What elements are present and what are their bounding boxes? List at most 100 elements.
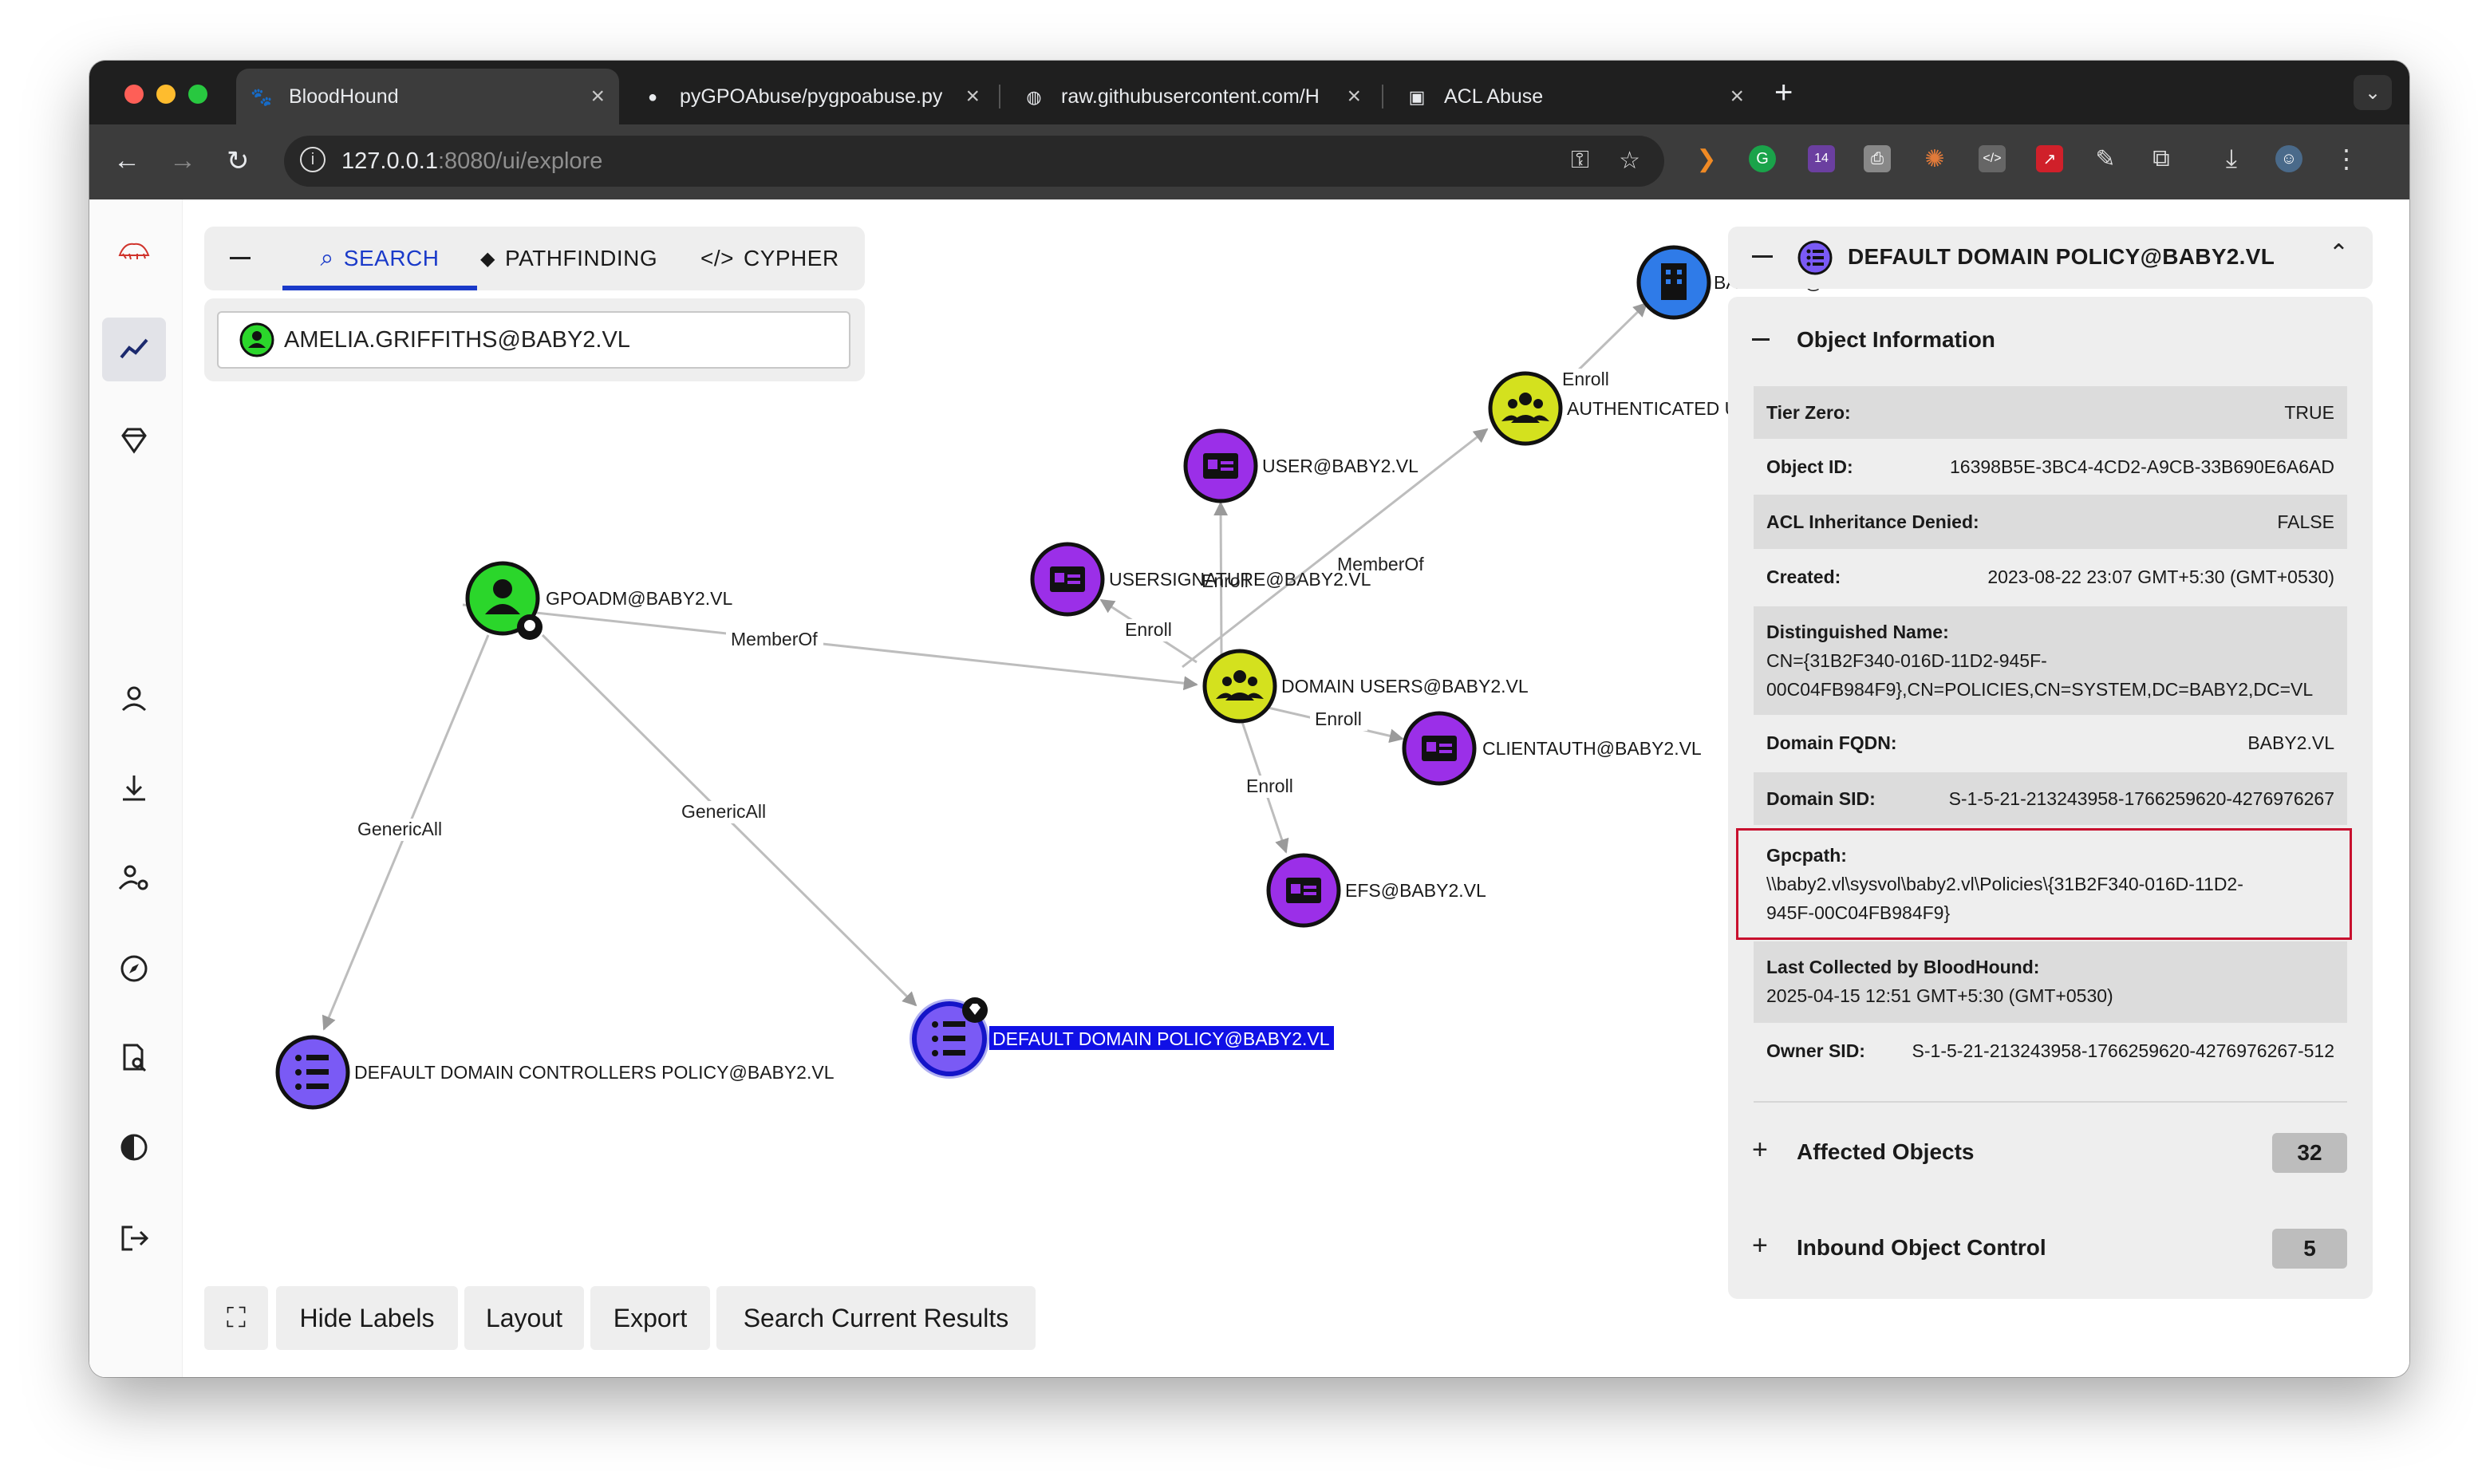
extension-arrow-icon[interactable]: ↗ bbox=[2036, 145, 2063, 172]
close-window-button[interactable] bbox=[124, 85, 144, 104]
field-key: Created: bbox=[1766, 566, 1841, 587]
close-tab-icon[interactable]: × bbox=[965, 83, 980, 109]
field-key: Distinguished Name: bbox=[1766, 622, 1949, 642]
new-tab-button[interactable]: + bbox=[1774, 75, 1793, 110]
extension-cookie-icon[interactable]: ✺ bbox=[1924, 145, 1945, 172]
field-gpcpath: Gpcpath: \\baby2.vl\sysvol\baby2.vl\Poli… bbox=[1754, 828, 2347, 937]
document-search-icon[interactable] bbox=[102, 1026, 166, 1090]
gpo-list-icon bbox=[1797, 240, 1833, 275]
layout-button[interactable]: Layout bbox=[464, 1286, 584, 1350]
field-created: Created: 2023-08-22 23:07 GMT+5:30 (GMT+… bbox=[1754, 551, 2347, 603]
crop-icon: ⛶ bbox=[227, 1302, 246, 1333]
graph-node-user-template[interactable]: USER@BABY2.VL bbox=[1183, 428, 1419, 503]
list-icon bbox=[295, 1055, 329, 1090]
search-box-panel: AMELIA.GRIFFITHS@BABY2.VL bbox=[204, 298, 865, 381]
search-current-results-button[interactable]: Search Current Results bbox=[716, 1286, 1036, 1350]
tab-bloodhound[interactable]: 🐾 BloodHound × bbox=[236, 69, 619, 124]
edge-line bbox=[462, 603, 1198, 691]
field-tier-zero: Tier Zero: TRUE bbox=[1754, 386, 2347, 439]
extension-badge-count: 14 bbox=[1814, 152, 1829, 165]
logout-icon[interactable] bbox=[102, 1206, 166, 1270]
graph-node-default-dc-policy[interactable]: DEFAULT DOMAIN CONTROLLERS POLICY@BABY2.… bbox=[275, 1035, 835, 1110]
chevron-double-up-icon[interactable]: ⌃ bbox=[2328, 240, 2349, 266]
grammarly-extension-icon[interactable]: G bbox=[1749, 145, 1776, 172]
extension-badge-icon[interactable]: 14 bbox=[1808, 145, 1835, 172]
graph-canvas[interactable]: Enroll MemberOf Enroll Enroll MemberOf E… bbox=[182, 199, 1829, 1377]
collapse-section-button[interactable] bbox=[1752, 338, 1770, 341]
back-button[interactable]: ← bbox=[113, 145, 140, 176]
hide-labels-button[interactable]: Hide Labels bbox=[276, 1286, 458, 1350]
tab-pygpoabuse[interactable]: ● pyGPOAbuse/pygpoabuse.py × bbox=[627, 69, 994, 124]
tab-search-button[interactable]: ⌄ bbox=[2354, 75, 2392, 110]
node-label: DOMAIN USERS@BABY2.VL bbox=[1281, 676, 1529, 697]
inbound-object-control-section[interactable]: + Inbound Object Control 5 bbox=[1728, 1219, 2373, 1277]
graph-node-domain-users[interactable]: DOMAIN USERS@BABY2.VL bbox=[1202, 649, 1529, 724]
field-value: 2023-08-22 23:07 GMT+5:30 (GMT+0530) bbox=[1987, 566, 2334, 587]
browser-window: 🐾 BloodHound × ● pyGPOAbuse/pygpoabuse.p… bbox=[89, 61, 2409, 1377]
graph-node-gpoadm[interactable]: GPOADM@BABY2.VL bbox=[465, 561, 732, 640]
tab-title: BloodHound bbox=[289, 85, 399, 108]
collapse-search-button[interactable] bbox=[230, 257, 251, 259]
graph-node-efs[interactable]: EFS@BABY2.VL bbox=[1266, 853, 1486, 928]
extension-flame-icon[interactable]: ❯ bbox=[1696, 145, 1717, 172]
edge-line bbox=[1182, 428, 1489, 669]
field-key: Domain FQDN: bbox=[1766, 732, 1897, 753]
compass-icon[interactable] bbox=[102, 937, 166, 1001]
tab-cypher[interactable]: </> CYPHER bbox=[700, 227, 839, 290]
field-key: Object ID: bbox=[1766, 456, 1853, 477]
crop-button[interactable]: ⛶ bbox=[204, 1286, 268, 1350]
bloodhound-logo-icon[interactable] bbox=[102, 217, 166, 281]
graph-node-default-domain-policy[interactable]: DEFAULT DOMAIN POLICY@BABY2.VL bbox=[910, 997, 1334, 1079]
user-settings-icon[interactable] bbox=[102, 846, 166, 910]
tab-acl-abuse[interactable]: ▣ ACL Abuse × bbox=[1391, 69, 1758, 124]
reload-button[interactable]: ↻ bbox=[227, 146, 250, 176]
gem-icon[interactable] bbox=[102, 408, 166, 472]
globe-icon: ◍ bbox=[1026, 87, 1042, 107]
inbound-object-control-count: 5 bbox=[2272, 1229, 2347, 1269]
minimize-window-button[interactable] bbox=[156, 85, 176, 104]
download-icon[interactable]: ⤓ bbox=[2225, 144, 2238, 172]
tab-pathfinding[interactable]: ◆ PATHFINDING bbox=[480, 227, 657, 290]
node-search-input[interactable]: AMELIA.GRIFFITHS@BABY2.VL bbox=[217, 311, 850, 369]
address-bar[interactable]: i 127.0.0.1:8080/ui/explore ⚿ ☆ bbox=[284, 136, 1664, 187]
url-path: :8080/ui/explore bbox=[437, 148, 603, 174]
tab-search-label: SEARCH bbox=[343, 246, 440, 270]
extension-code-icon[interactable]: </> bbox=[1979, 145, 2006, 172]
entity-title: DEFAULT DOMAIN POLICY@BABY2.VL bbox=[1848, 244, 2275, 269]
tab-separator bbox=[999, 85, 1000, 109]
field-value: TRUE bbox=[2284, 402, 2334, 423]
field-key: Gpcpath: bbox=[1766, 845, 1847, 866]
forward-button[interactable]: → bbox=[169, 145, 196, 176]
field-domain-sid: Domain SID: S-1-5-21-213243958-176625962… bbox=[1754, 772, 2347, 825]
affected-objects-section[interactable]: + Affected Objects 32 bbox=[1728, 1123, 2373, 1181]
field-value-line: 00C04FB984F9},CN=POLICIES,CN=SYSTEM,DC=B… bbox=[1766, 679, 2314, 700]
close-tab-icon[interactable]: × bbox=[1730, 83, 1744, 109]
browser-toolbar: ← → ↻ i 127.0.0.1:8080/ui/explore ⚿ ☆ bbox=[89, 124, 2409, 199]
dark-mode-toggle-icon[interactable] bbox=[102, 1115, 166, 1179]
bookmark-star-icon[interactable]: ☆ bbox=[1619, 148, 1640, 174]
extensions-puzzle-icon[interactable]: ⧉ bbox=[2152, 145, 2170, 172]
tab-search[interactable]: ⌕ SEARCH bbox=[282, 227, 477, 290]
url-text[interactable]: 127.0.0.1:8080/ui/explore bbox=[341, 148, 602, 175]
profile-avatar[interactable]: ☺ bbox=[2275, 145, 2302, 172]
extension-printer-icon[interactable]: ⎙ bbox=[1864, 145, 1891, 172]
download-data-icon[interactable] bbox=[102, 756, 166, 820]
close-tab-icon[interactable]: × bbox=[1347, 83, 1361, 109]
extension-pen-icon[interactable]: ✎ bbox=[2095, 145, 2116, 172]
password-key-icon[interactable]: ⚿ bbox=[1571, 147, 1589, 173]
collapse-entity-panel-button[interactable] bbox=[1752, 255, 1773, 258]
maximize-window-button[interactable] bbox=[188, 85, 207, 104]
user-profile-icon[interactable] bbox=[102, 667, 166, 731]
user-icon bbox=[485, 579, 520, 614]
graph-node-usersignature[interactable]: USERSIGNATURE@BABY2.VL bbox=[1030, 542, 1371, 617]
site-info-icon[interactable]: i bbox=[300, 147, 326, 172]
explore-graph-icon[interactable] bbox=[102, 318, 166, 381]
tab-raw-github[interactable]: ◍ raw.githubusercontent.com/H × bbox=[1008, 69, 1375, 124]
field-acl-inheritance: ACL Inheritance Denied: FALSE bbox=[1754, 495, 2347, 549]
export-button[interactable]: Export bbox=[590, 1286, 710, 1350]
tab-title: ACL Abuse bbox=[1444, 85, 1544, 108]
field-value: FALSE bbox=[2277, 511, 2334, 532]
graph-node-clientauth[interactable]: CLIENTAUTH@BABY2.VL bbox=[1402, 711, 1702, 786]
browser-menu-icon[interactable]: ⋮ bbox=[2334, 144, 2359, 173]
close-tab-icon[interactable]: × bbox=[590, 83, 605, 109]
